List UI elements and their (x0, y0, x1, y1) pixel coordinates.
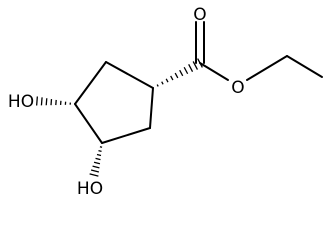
hash-oh-top-stripe (40, 97, 43, 106)
hash-oh-bottom-stripe (90, 169, 100, 173)
hashed-wedge-c4-oh (89, 146, 103, 177)
cyclopentane-ring (74, 61, 154, 144)
hash-ester-stripe (174, 72, 179, 79)
ester-group (195, 21, 323, 81)
hash-oh-bottom-stripe (95, 157, 101, 161)
hash-oh-top-stripe (36, 96, 38, 106)
hash-oh-bottom-stripe (96, 153, 102, 157)
hash-oh-bottom-stripe (92, 165, 100, 169)
ring-bond-c5-c1 (149, 87, 154, 129)
hash-oh-bottom-stripe (98, 149, 102, 153)
hash-ester-stripe (165, 78, 169, 83)
ethyl-dihydroxycyclopentanecarboxylate-structure: O O HO HO (8, 5, 323, 199)
hydroxyl-bottom-label: HO (77, 179, 103, 199)
ring-bond-c3-c4 (74, 103, 103, 144)
ring-bond-c1-c2 (105, 61, 154, 89)
hash-oh-top-stripe (45, 98, 48, 106)
hydroxyl-top-label: HO (8, 92, 34, 112)
ester-oxygen-label: O (231, 78, 244, 98)
bond-ch2-ch3 (286, 55, 323, 78)
bond-ester-oxygen-ch2 (246, 55, 288, 81)
hash-ester-stripe (179, 69, 184, 77)
hash-ester-stripe (188, 64, 194, 72)
hash-ester-stripe (156, 84, 159, 87)
hashed-wedge-c1-carbonyl (156, 58, 203, 87)
hash-ester-stripe (192, 61, 199, 70)
hashed-wedge-c3-oh (36, 96, 71, 106)
hash-oh-bottom-stripe (89, 173, 99, 177)
bond-carbonyl-ester-oxygen (199, 62, 229, 81)
hash-ester-stripe (161, 81, 164, 85)
hash-oh-bottom-stripe (93, 161, 101, 165)
hash-ester-stripe (170, 75, 174, 81)
ring-bond-c2-c3 (74, 61, 107, 105)
ring-bond-c4-c5 (101, 127, 151, 144)
hash-ester-stripe (183, 66, 189, 75)
carbonyl-oxygen-label: O (193, 5, 206, 25)
hash-oh-bottom-stripe (99, 146, 103, 148)
